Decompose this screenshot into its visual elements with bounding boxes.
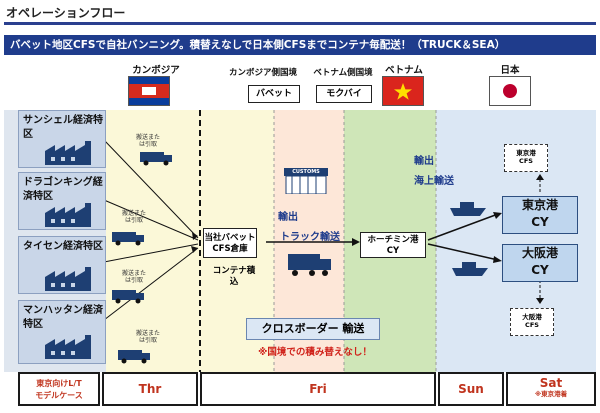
page-title: オペレーションフロー (6, 6, 126, 20)
sez-label: タイセン経済特区 (23, 241, 103, 252)
ship-icon (450, 202, 486, 216)
japan-flag-icon (489, 76, 531, 106)
footer-sat: Sat ※東京港着 (506, 372, 596, 406)
factory-icon (45, 335, 91, 359)
warehouse-line1: 当社バベット (204, 233, 256, 243)
truck-label: 搬送また は引取 (121, 270, 146, 284)
export-sea-label-1: 輸出 (414, 156, 434, 167)
vietnam-flag-icon (382, 76, 424, 106)
ship-icon (452, 262, 488, 276)
tokyo-cfs-line2: CFS (519, 157, 533, 165)
hcm-line1: ホーチミン港 (367, 235, 419, 245)
sez-label: ドラゴンキング経済特区 (23, 177, 103, 202)
truck-icon (112, 290, 144, 304)
osaka-cfs-line2: CFS (525, 321, 539, 329)
footer-fri: Fri (200, 372, 436, 406)
banner: バベット地区CFSで自社バンニング。積替えなしで日本側CFSまでコンテナ毎配送！… (4, 35, 596, 55)
osaka-cfs-line1: 大阪港 (522, 313, 542, 321)
truck-label: 搬送また は引取 (121, 210, 146, 224)
warehouse-line2: CFS倉庫 (212, 244, 248, 254)
truck-icon (140, 152, 172, 166)
customs-label: CUSTOMS (292, 169, 320, 175)
customs-building-icon (284, 168, 328, 194)
sez-label: マンハッタン経済特区 (23, 305, 103, 330)
crossborder-label: クロスボーダー 輸送 (246, 318, 380, 340)
tokyo-line1: 東京港 (521, 198, 558, 212)
mocbai-box: モクバイ (316, 85, 372, 103)
bavet-cfs-warehouse: 当社バベット CFS倉庫 (203, 228, 257, 258)
sez-card-manhattan: マンハッタン経済特区 (18, 300, 106, 364)
export-label: 輸出 (278, 212, 298, 223)
footer-sun: Sun (438, 372, 504, 406)
factory-icon (45, 267, 91, 291)
osaka-cfs-box: 大阪港 CFS (510, 308, 554, 336)
vietnam-border-label: ベトナム側国境 (313, 68, 373, 78)
truck-icon (118, 350, 150, 364)
cambodia-border-label: カンボジア側国境 (228, 68, 297, 78)
container-truck-icon (288, 254, 331, 276)
sez-card-taisen: タイセン経済特区 (18, 236, 106, 294)
hcm-line2: CY (386, 246, 400, 256)
country-vietnam: ベトナム (385, 65, 423, 76)
footer-sat-label: Sat (539, 376, 563, 390)
title-rule (4, 22, 596, 25)
truck-label: 搬送また は引取 (135, 330, 160, 344)
footer-thr: Thr (102, 372, 198, 406)
truck-label: 搬送また は引取 (135, 134, 160, 148)
truck-transport-label: トラック輸送 (280, 232, 340, 243)
tokyo-cfs-box: 東京港 CFS (504, 144, 548, 172)
cambodia-flag-icon (128, 76, 170, 106)
tokyo-port-cy: 東京港 CY (502, 196, 578, 234)
country-japan: 日本 (500, 65, 520, 76)
hcm-port-cy: ホーチミン港 CY (360, 232, 426, 258)
country-cambodia: カンボジア (132, 65, 180, 76)
sez-card-dragonking: ドラゴンキング経済特区 (18, 172, 106, 230)
osaka-port-cy: 大阪港 CY (502, 244, 578, 282)
sez-card-sunshell: サンシェル経済特区 (18, 110, 106, 168)
osaka-line1: 大阪港 (521, 246, 558, 260)
footer-case: 東京向けL/T モデルケース (18, 372, 100, 406)
sez-label: サンシェル経済特区 (23, 115, 103, 140)
osaka-line2: CY (531, 263, 549, 277)
footer-sat-note: ※東京港着 (534, 390, 568, 398)
export-sea-label-2: 海上輸送 (414, 176, 454, 187)
factory-icon (45, 141, 91, 165)
container-load-label: コンテナ積込 (212, 266, 256, 287)
tokyo-cfs-line1: 東京港 (516, 149, 536, 157)
factory-icon (45, 203, 91, 227)
tokyo-line2: CY (531, 215, 549, 229)
truck-icon (112, 232, 144, 246)
bavet-box: バベット (248, 85, 300, 103)
no-transship-note: ※国境での積み替えなし！ (258, 347, 372, 358)
